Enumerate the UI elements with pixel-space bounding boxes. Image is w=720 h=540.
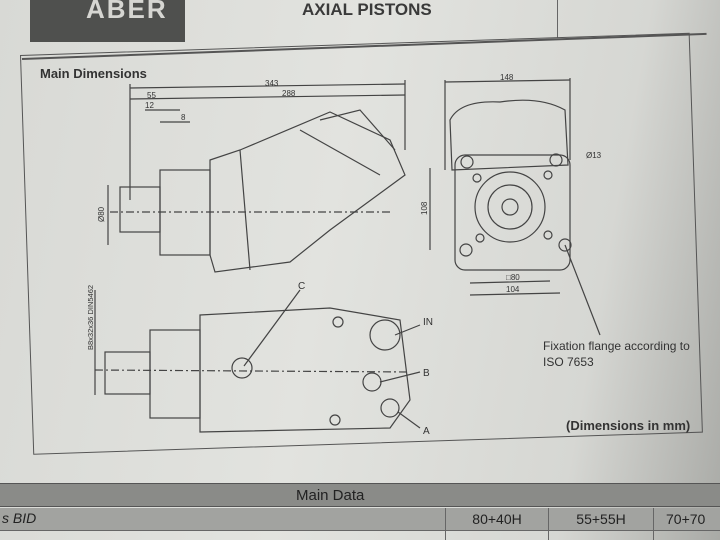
dim-108: 108: [420, 201, 429, 215]
section-title: Main Dimensions: [40, 66, 147, 81]
page-title: AXIAL PISTONS: [302, 0, 432, 19]
units-note: (Dimensions in mm): [566, 418, 691, 433]
dim-343: 343: [265, 79, 279, 88]
main-data-header: Main Data: [0, 483, 720, 507]
pump-bottom-view: [94, 289, 421, 433]
dim-square: □80: [506, 273, 520, 282]
column-header: 70+70: [653, 508, 720, 540]
dim-hole: Ø13: [586, 151, 602, 160]
dim-shaft-diameter: Ø80: [97, 206, 106, 222]
port-b-label: B: [423, 368, 430, 379]
dim-55: 55: [147, 91, 156, 100]
header-divider: [557, 0, 558, 38]
dim-12: 12: [145, 101, 154, 110]
row-label: s BID: [2, 510, 37, 526]
dim-148: 148: [500, 73, 514, 82]
port-in-label: IN: [423, 317, 433, 328]
dim-8: 8: [181, 113, 186, 122]
pump-front-view: [449, 99, 572, 271]
table-title: Main Data: [296, 487, 365, 504]
dim-104: 104: [506, 285, 520, 294]
port-a-label: A: [423, 426, 430, 437]
column-header: 55+55H: [548, 508, 653, 540]
column-header: 80+40H: [445, 508, 548, 540]
port-c-label: C: [298, 281, 305, 292]
fixation-note: Fixation flange according to ISO 7653: [543, 339, 690, 369]
brand-text: ABER: [86, 0, 168, 24]
brand-logo: ABER: [30, 0, 185, 42]
pump-side-view: [110, 109, 406, 273]
table-row: s BID 80+40H 55+55H 70+70: [0, 508, 720, 540]
spline-label: B8x32x36 DIN5462: [86, 285, 95, 350]
dim-288: 288: [282, 89, 296, 98]
technical-drawing: 343 55 288 12 8 Ø80 B8x32x36 DIN5462 C I: [86, 73, 602, 437]
